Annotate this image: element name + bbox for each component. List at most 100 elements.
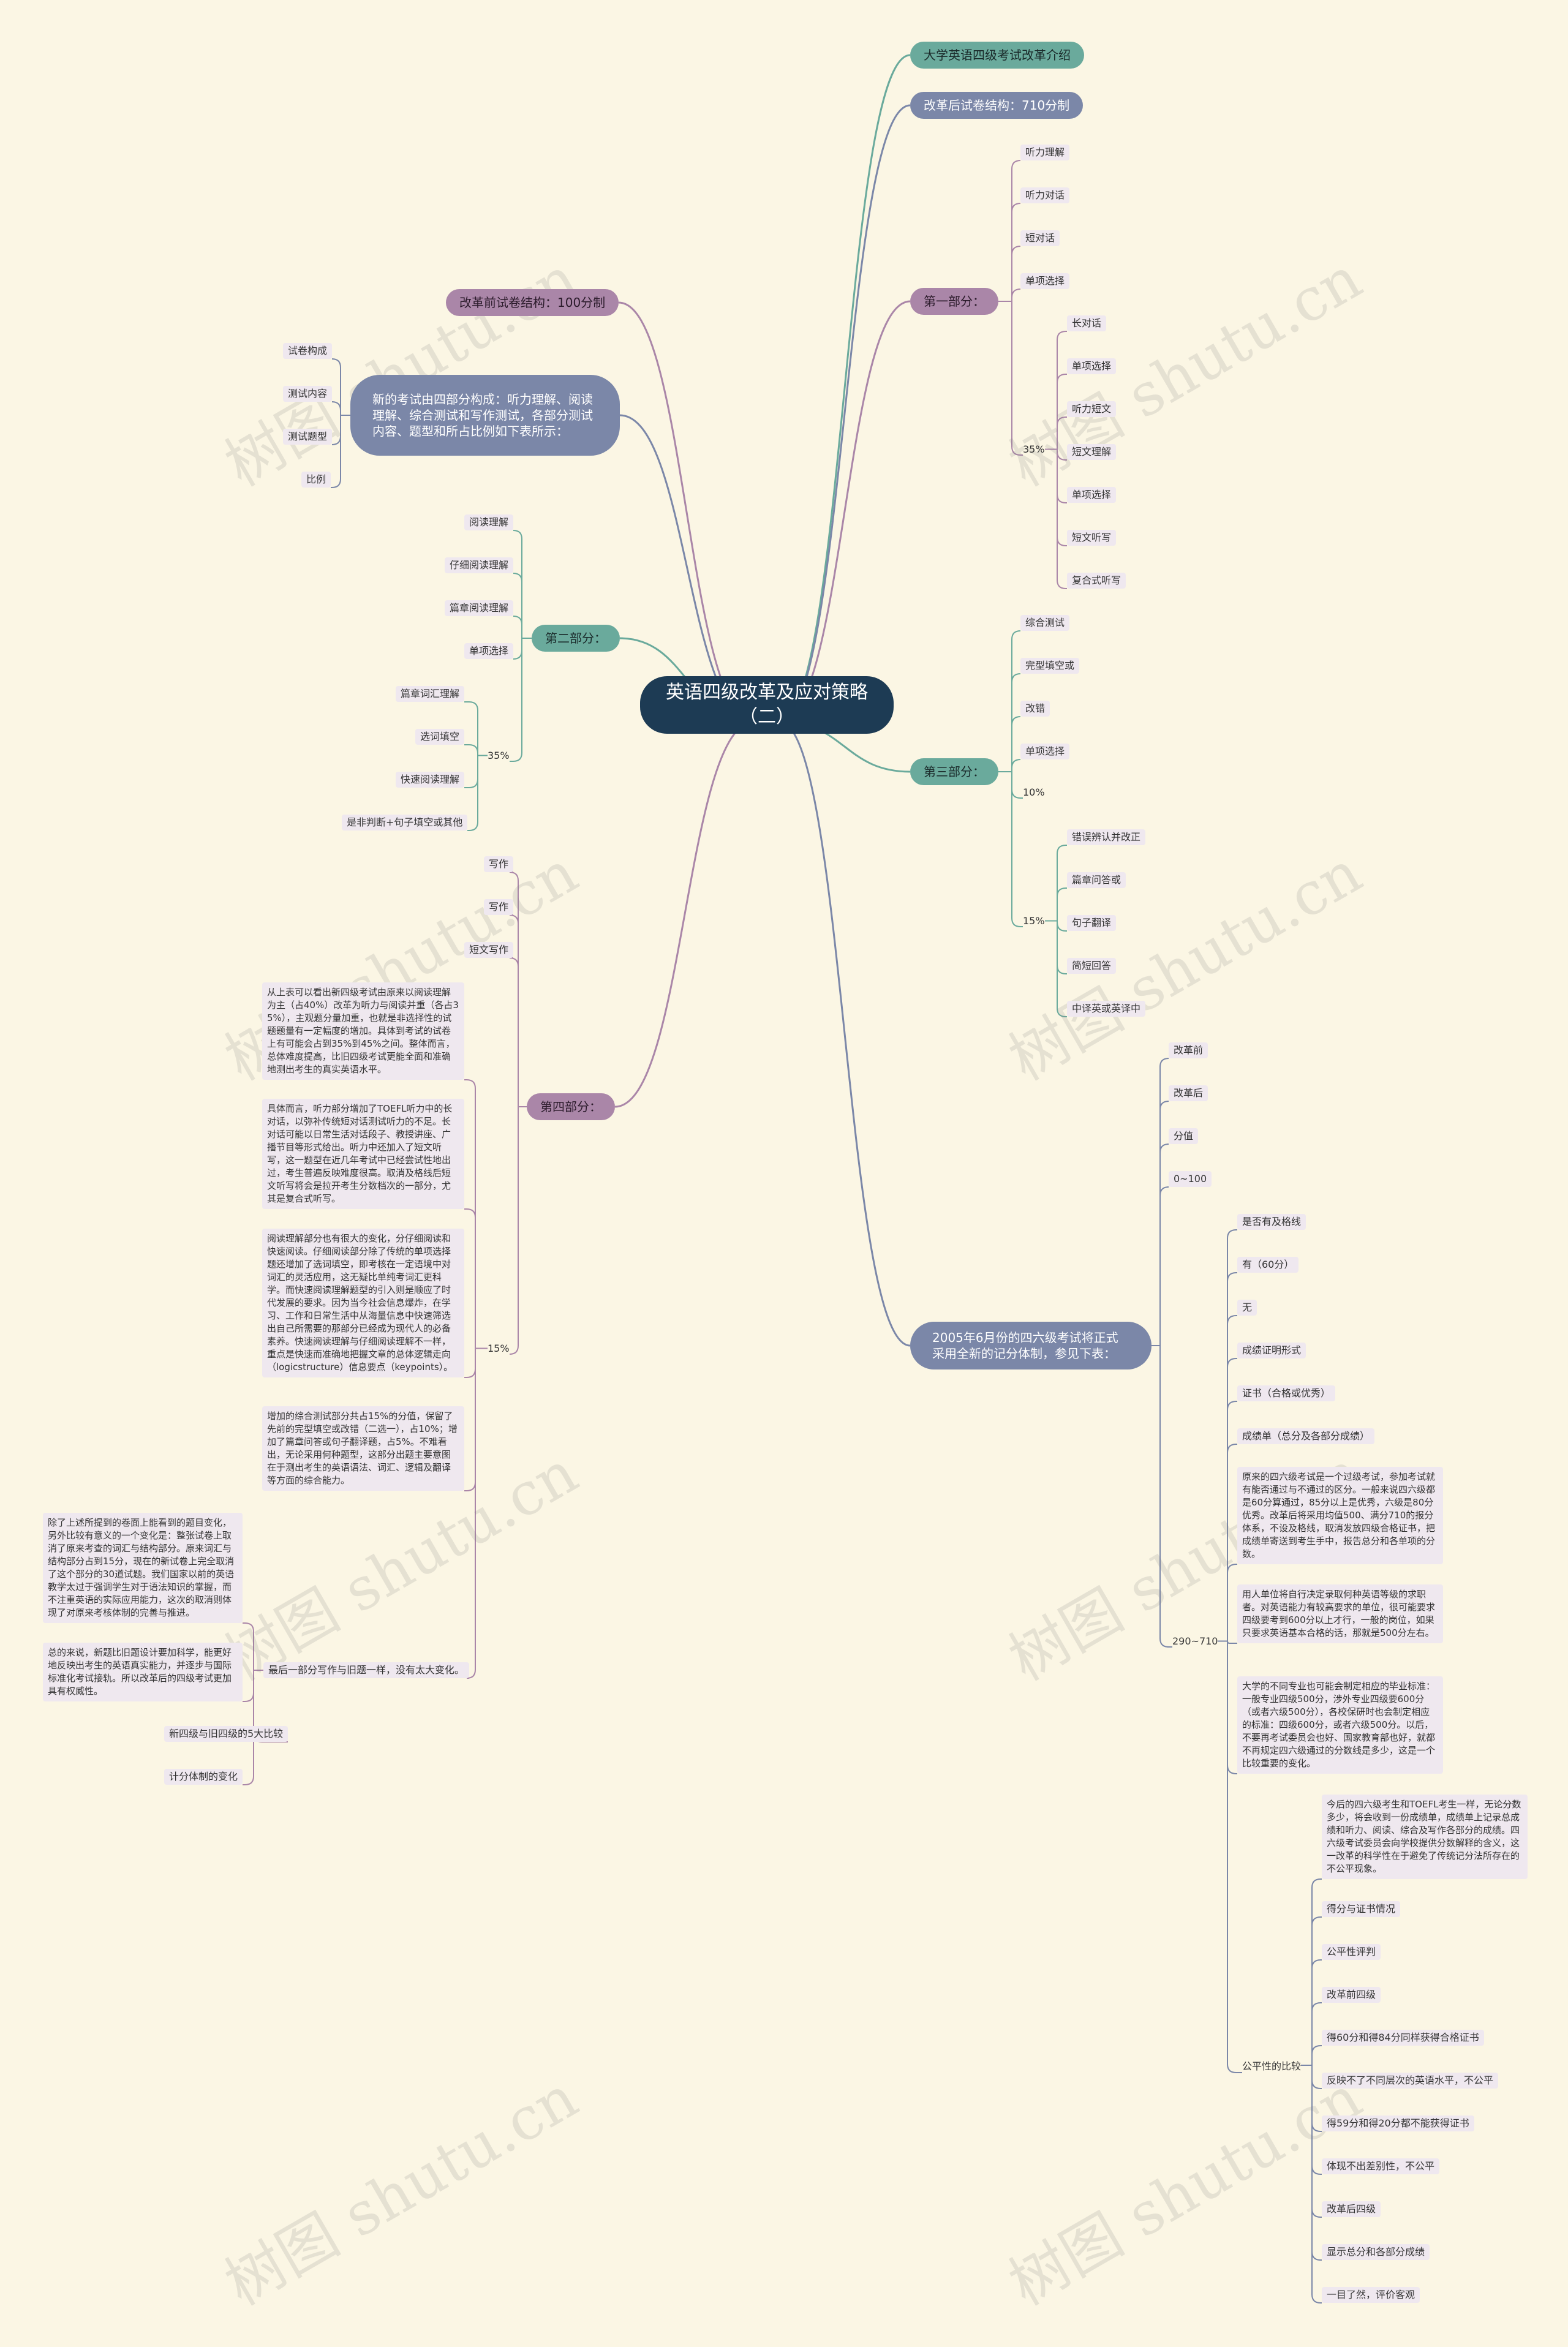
list-item[interactable]: 综合测试 <box>1020 615 1070 631</box>
list-item[interactable]: 错误辨认并改正 <box>1067 829 1146 845</box>
list-item[interactable]: 无 <box>1237 1300 1257 1316</box>
list-item[interactable]: 反映不了不同层次的英语水平，不公平 <box>1322 2073 1499 2089</box>
list-item[interactable]: 篇章词汇理解 <box>396 686 465 702</box>
list-item[interactable]: 试卷构成 <box>283 343 333 359</box>
list-item[interactable]: 测试题型 <box>283 429 333 445</box>
list-item[interactable]: 0~100 <box>1169 1171 1212 1187</box>
list-item[interactable]: 单项选择 <box>1067 487 1117 503</box>
connector <box>1218 1272 1237 1642</box>
list-item[interactable]: 写作 <box>484 856 514 872</box>
list-item[interactable]: 短对话 <box>1020 230 1060 246</box>
connector <box>1218 1358 1237 1642</box>
connector <box>619 414 755 723</box>
list-item[interactable]: 体现不出差别性，不公平 <box>1322 2158 1440 2174</box>
list-item[interactable]: 比例 <box>301 472 331 488</box>
list-item[interactable]: 分值 <box>1169 1128 1199 1144</box>
list-item[interactable]: 单项选择 <box>1020 273 1070 289</box>
list-item[interactable]: 一目了然，评价客观 <box>1322 2287 1420 2303</box>
connector <box>464 1208 488 1349</box>
connector <box>1045 845 1067 922</box>
branch-part4[interactable]: 第四部分： <box>527 1093 615 1120</box>
note-paragraph: 大学的不同专业也可能会制定相应的毕业标准：一般专业四级500分，涉外专业四级要6… <box>1237 1676 1443 1774</box>
list-item[interactable]: 改革前四级 <box>1322 1987 1381 2003</box>
root-topic[interactable]: 英语四级改革及应对策略（二） <box>640 676 894 734</box>
list-item[interactable]: 单项选择 <box>1067 358 1117 374</box>
list-item[interactable]: 成绩证明形式 <box>1237 1343 1306 1358</box>
list-item[interactable]: 单项选择 <box>1020 744 1070 759</box>
branch-after-structure[interactable]: 改革后试卷结构：710分制 <box>910 92 1084 119</box>
connector <box>1218 1229 1237 1642</box>
list-item[interactable]: 证书（合格或优秀） <box>1237 1385 1336 1401</box>
note-paragraph: 增加的综合测试部分共占15%的分值，保留了先前的完型填空或改错（二选一），占10… <box>262 1406 464 1491</box>
connector <box>1045 374 1067 450</box>
list-item[interactable]: 短文理解 <box>1067 444 1117 460</box>
list-item[interactable]: 是否有及格线 <box>1237 1214 1306 1230</box>
connector <box>1045 416 1067 450</box>
connector <box>513 616 532 639</box>
list-item[interactable]: 改革后 <box>1169 1085 1208 1101</box>
note-paragraph: 用人单位将自行决定录取何种英语等级的求职者。对英语能力有较高要求的单位，很可能要… <box>1237 1584 1443 1643</box>
connector <box>331 415 350 488</box>
list-item[interactable]: 短文听写 <box>1067 530 1117 546</box>
list-item[interactable]: 听力对话 <box>1020 187 1070 203</box>
list-item[interactable]: 改革前 <box>1169 1042 1208 1058</box>
branch-new-exam[interactable]: 新的考试由四部分构成：听力理解、阅读理解、综合测试和写作测试，各部分测试内容、题… <box>350 375 620 456</box>
list-item[interactable]: 中译英或英译中 <box>1067 1001 1146 1017</box>
list-item[interactable]: 快速阅读理解 <box>396 772 465 788</box>
list-item[interactable]: 句子翻译 <box>1067 915 1117 931</box>
connector <box>513 530 532 639</box>
list-item[interactable]: 简短回答 <box>1067 958 1117 974</box>
connector <box>778 104 911 723</box>
list-item[interactable]: 改错 <box>1020 701 1050 717</box>
connector <box>998 203 1021 302</box>
branch-before-structure[interactable]: 改革前试卷结构：100分制 <box>446 289 619 316</box>
list-item[interactable]: 复合式听写 <box>1067 573 1126 589</box>
list-item[interactable]: 写作 <box>484 899 514 915</box>
list-item[interactable]: 有（60分） <box>1237 1257 1299 1273</box>
list-item[interactable]: 得59分和得20分都不能获得证书 <box>1322 2115 1474 2131</box>
list-item[interactable]: 听力理解 <box>1020 145 1070 160</box>
list-item[interactable]: 长对话 <box>1067 315 1107 331</box>
list-item[interactable]: 仔细阅读理解 <box>445 557 514 573</box>
range-label: 290~710 <box>1172 1635 1218 1647</box>
list-item[interactable]: 短文写作 <box>464 942 514 958</box>
note-paragraph: 除了上述所提到的卷面上能看到的题目变化，另外比较有意义的一个变化是：整张试卷上取… <box>43 1513 243 1623</box>
list-item[interactable]: 是非判断+句子填空或其他 <box>342 815 468 831</box>
branch-part1[interactable]: 第一部分： <box>910 288 998 315</box>
connector <box>331 401 350 416</box>
branch-part3[interactable]: 第三部分： <box>910 758 998 785</box>
list-item[interactable]: 篇章阅读理解 <box>445 600 514 616</box>
connector <box>1152 1186 1169 1346</box>
connector <box>1045 448 1067 461</box>
list-item[interactable]: 得分与证书情况 <box>1322 1901 1401 1917</box>
branch-june-2005[interactable]: 2005年6月份的四六级考试将正式采用全新的记分体制，参见下表： <box>910 1322 1152 1369</box>
list-item[interactable]: 公平性评判 <box>1322 1944 1381 1960</box>
connector <box>464 755 488 788</box>
note-paragraph: 具体而言，听力部分增加了TOEFL听力中的长对话，以弥补传统短对话测试听力的不足… <box>262 1099 464 1209</box>
list-item[interactable]: 单项选择 <box>464 643 514 659</box>
fairness-label: 公平性的比较 <box>1242 2060 1302 2072</box>
connector <box>1045 920 1067 974</box>
connector <box>1045 920 1067 932</box>
branch-part2[interactable]: 第二部分： <box>532 625 620 652</box>
connector <box>513 573 532 639</box>
connector <box>1152 1143 1169 1346</box>
list-item[interactable]: 阅读理解 <box>464 514 514 530</box>
list-item[interactable]: 显示总分和各部分成绩 <box>1322 2244 1430 2260</box>
list-item[interactable]: 改革后四级 <box>1322 2201 1381 2217</box>
list-item[interactable]: 最后一部分写作与旧题一样，没有太大变化。 <box>263 1662 470 1678</box>
list-item[interactable]: 成绩单（总分及各部分成绩） <box>1237 1428 1375 1444</box>
connector <box>618 301 755 723</box>
list-item[interactable]: 选词填空 <box>415 729 465 745</box>
list-item[interactable]: 篇章问答或 <box>1067 872 1126 888</box>
connector <box>1045 887 1067 922</box>
list-item[interactable]: 新四级与旧四级的5大比较 <box>164 1726 288 1742</box>
list-item[interactable]: 测试内容 <box>283 386 333 402</box>
connector <box>1045 448 1067 546</box>
list-item[interactable]: 完型填空或 <box>1020 658 1080 674</box>
list-item[interactable]: 得60分和得84分同样获得合格证书 <box>1322 2030 1484 2046</box>
connector <box>1045 448 1067 503</box>
branch-intro[interactable]: 大学英语四级考试改革介绍 <box>910 42 1084 69</box>
list-item[interactable]: 计分体制的变化 <box>164 1769 243 1785</box>
list-item[interactable]: 听力短文 <box>1067 401 1117 417</box>
